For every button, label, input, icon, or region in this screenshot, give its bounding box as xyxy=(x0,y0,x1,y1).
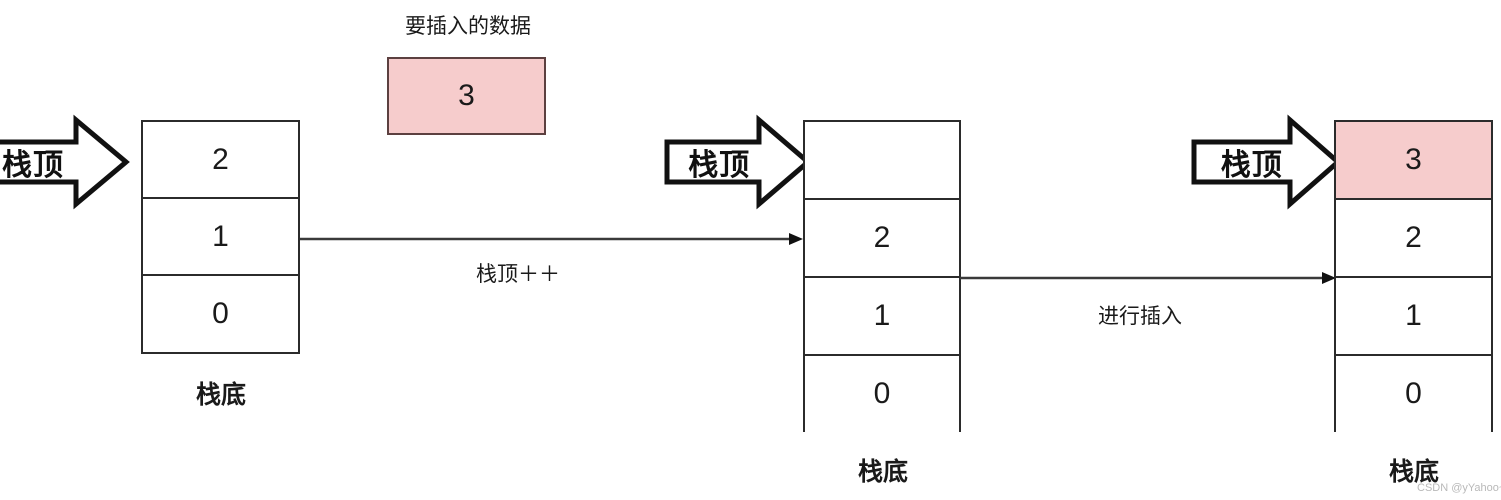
transition-arrow-2 xyxy=(960,267,1338,289)
csdn-watermark: CSDN @yYahoo~ xyxy=(1417,482,1501,494)
stack-top-pointer-arrow-2: 栈顶 xyxy=(664,114,812,210)
transition-label-1: 栈顶＋＋ xyxy=(476,263,560,286)
stack-cell-value: 1 xyxy=(212,219,229,253)
stack-after-increment: 2 1 0 xyxy=(803,120,961,432)
stack-cell-value: 0 xyxy=(212,297,229,330)
stack-top-pointer-label-1: 栈顶 xyxy=(2,149,64,182)
insert-data-box: 3 xyxy=(387,57,546,135)
stack-cell-value: 2 xyxy=(873,221,891,254)
stack-before: 2 1 0 xyxy=(141,120,300,354)
stack-cell: 1 xyxy=(1336,278,1491,356)
stack-cell: 2 xyxy=(143,122,298,199)
transition-label-2: 进行插入 xyxy=(1098,305,1182,328)
insert-data-caption: 要插入的数据 xyxy=(405,15,531,38)
stack-cell: 1 xyxy=(805,278,959,356)
stack-cell-value: 1 xyxy=(873,299,891,332)
transition-arrow-1 xyxy=(300,228,805,250)
stack-cell: 3 xyxy=(1336,122,1491,200)
stack-cell-value: 2 xyxy=(1405,221,1422,254)
stack-cell-value: 0 xyxy=(873,377,891,410)
stack-cell: 1 xyxy=(143,199,298,276)
stack-cell-value: 3 xyxy=(1405,143,1422,176)
stack-cell-value: 1 xyxy=(1405,299,1422,332)
stack-cell: 2 xyxy=(1336,200,1491,278)
stack-cell: 2 xyxy=(805,200,959,278)
stack-top-pointer-label-3: 栈顶 xyxy=(1220,149,1283,182)
stack-bottom-label-3: 栈底 xyxy=(1388,458,1439,486)
stack-bottom-label-2: 栈底 xyxy=(857,458,908,486)
stack-cell xyxy=(805,122,959,200)
insert-data-value: 3 xyxy=(458,79,475,112)
stack-cell: 0 xyxy=(1336,356,1491,432)
stack-top-pointer-arrow-1: 栈顶 xyxy=(0,114,130,210)
stack-bottom-label-1: 栈底 xyxy=(195,381,246,409)
stack-top-pointer-label-2: 栈顶 xyxy=(688,149,751,182)
stack-after-insert: 3 2 1 0 xyxy=(1334,120,1493,432)
stack-cell-value: 2 xyxy=(212,142,229,176)
stack-cell: 0 xyxy=(143,276,298,352)
stack-cell: 0 xyxy=(805,356,959,432)
stack-cell-value: 0 xyxy=(1405,377,1422,410)
stack-top-pointer-arrow-3: 栈顶 xyxy=(1191,114,1342,210)
